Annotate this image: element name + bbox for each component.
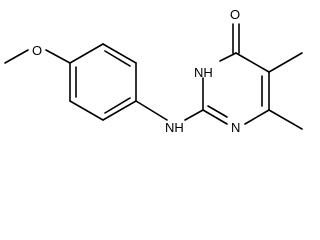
pyrimidine-inner-double-bond-n1-c2 bbox=[207, 105, 228, 118]
ring-nh-label: NH bbox=[194, 65, 213, 80]
bond-oxygen-phenyl bbox=[45, 49, 71, 64]
pyrimidine-bond-c6-n1 bbox=[244, 109, 270, 125]
phenyl-bond-5 bbox=[102, 43, 137, 64]
nh-linker-label: NH bbox=[165, 120, 184, 135]
bond-nh-pyrimidine bbox=[184, 109, 204, 121]
methoxy-oxygen-label: O bbox=[32, 43, 42, 58]
phenyl-bond-3 bbox=[102, 100, 137, 121]
bond-phenyl-nh bbox=[135, 100, 168, 121]
chemical-structure-diagram: O NH O NH N bbox=[4, 7, 303, 135]
molecule-svg: O NH O NH N bbox=[4, 7, 303, 135]
pyrimidine-bond-n3-c4 bbox=[219, 52, 237, 62]
phenyl-bond-6 bbox=[69, 43, 104, 64]
carbonyl-oxygen-label: O bbox=[230, 7, 240, 22]
pyrimidine-bond-c4-c5 bbox=[235, 52, 270, 73]
phenyl-inner-double-bond-3 bbox=[104, 50, 131, 67]
phenyl-bond-2 bbox=[69, 100, 104, 121]
bond-c6-methyl bbox=[268, 109, 303, 130]
ring-nitrogen-label: N bbox=[231, 120, 240, 135]
bond-methyl-oxygen bbox=[4, 49, 29, 64]
phenyl-inner-double-bond-2 bbox=[104, 97, 131, 114]
pyrimidine-bond-n1-c2 bbox=[202, 109, 228, 125]
bond-c5-methyl bbox=[268, 52, 303, 73]
